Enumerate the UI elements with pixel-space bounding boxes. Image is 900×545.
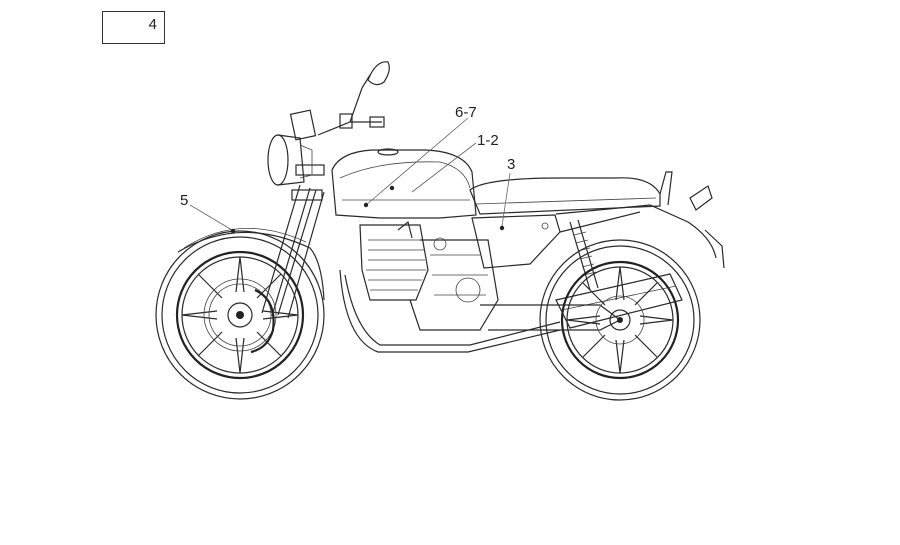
- frame-rear: [555, 171, 725, 269]
- rear-wheel: [539, 239, 701, 401]
- callout-5: 5: [180, 192, 188, 209]
- engine: [359, 220, 499, 331]
- exhaust: [339, 269, 683, 353]
- callout-leaders: [189, 117, 511, 234]
- side-panel: [471, 214, 561, 269]
- callout-labels: 6-7 1-2 3 5: [180, 104, 515, 209]
- callout-6-7: 6-7: [455, 104, 477, 121]
- callout-3: 3: [507, 156, 515, 173]
- part-4-reference-box: 4: [102, 11, 165, 44]
- seat: [469, 177, 661, 215]
- part-4-label: 4: [148, 16, 157, 33]
- front-fork: [261, 164, 325, 319]
- callout-1-2: 1-2: [477, 132, 499, 149]
- front-fender: [177, 228, 325, 301]
- headlight: [267, 134, 313, 186]
- front-wheel: [155, 230, 325, 400]
- instrument-gauge: [289, 109, 317, 141]
- handlebar-mirror: [317, 61, 390, 136]
